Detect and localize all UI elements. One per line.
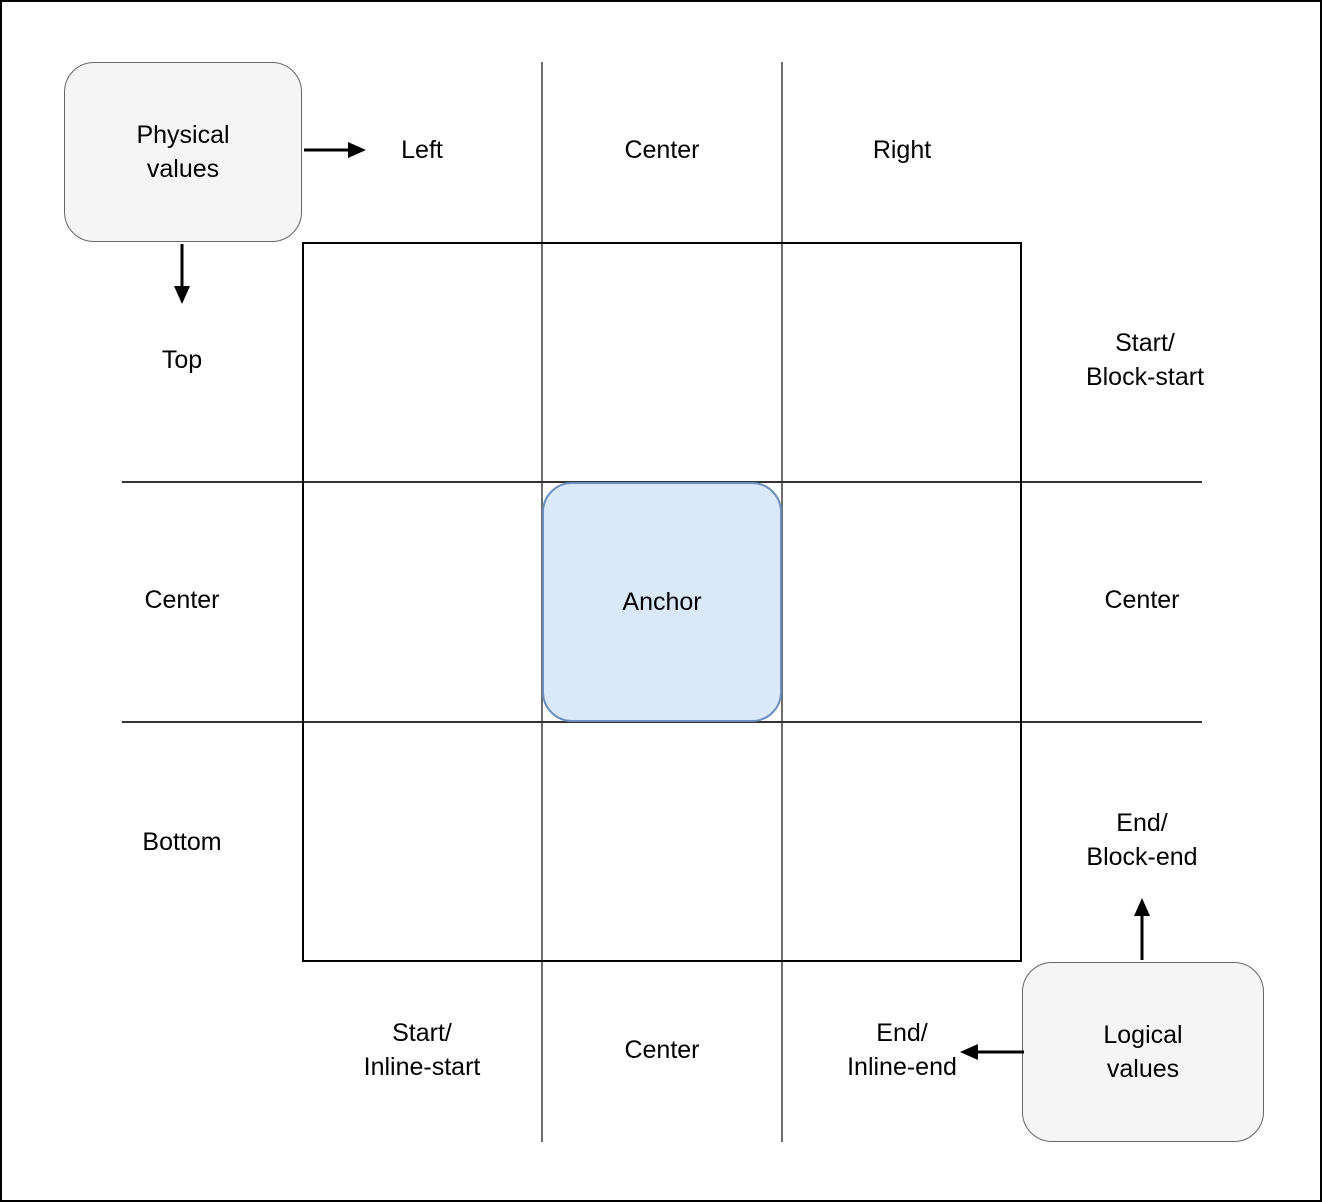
label-physical-right: Right bbox=[872, 136, 932, 164]
physical-values-box: Physical values bbox=[64, 62, 302, 242]
label-logical-inline-end: End/ Inline-end bbox=[847, 1019, 957, 1081]
label-logical-block-start: Start/ Block-start bbox=[1085, 329, 1205, 391]
arrow-up-icon bbox=[1134, 898, 1150, 960]
label-logical-inline-start: Start/ Inline-start bbox=[363, 1019, 481, 1081]
arrow-right-icon bbox=[304, 142, 366, 158]
label-physical-left: Left bbox=[401, 136, 443, 164]
arrow-left-icon bbox=[960, 1044, 1024, 1060]
grid-horizontal-line-bottom bbox=[122, 721, 1202, 723]
label-logical-center-right: Center bbox=[1104, 586, 1180, 614]
physical-values-label: Physical values bbox=[136, 121, 230, 183]
label-physical-bottom: Bottom bbox=[142, 828, 222, 856]
label-physical-top: Top bbox=[161, 346, 203, 374]
arrow-down-icon bbox=[174, 244, 190, 304]
anchor-box: Anchor bbox=[542, 482, 782, 722]
logical-values-box: Logical values bbox=[1022, 962, 1264, 1142]
anchor-label: Anchor bbox=[622, 587, 702, 616]
label-logical-center-bottom: Center bbox=[624, 1036, 700, 1064]
grid-vertical-line-right bbox=[781, 62, 783, 1142]
label-physical-center-top: Center bbox=[624, 136, 700, 164]
logical-values-label: Logical values bbox=[1103, 1021, 1183, 1083]
label-physical-center-left: Center bbox=[144, 586, 220, 614]
grid-outline-box bbox=[302, 242, 1022, 962]
label-logical-block-end: End/ Block-end bbox=[1086, 809, 1198, 871]
